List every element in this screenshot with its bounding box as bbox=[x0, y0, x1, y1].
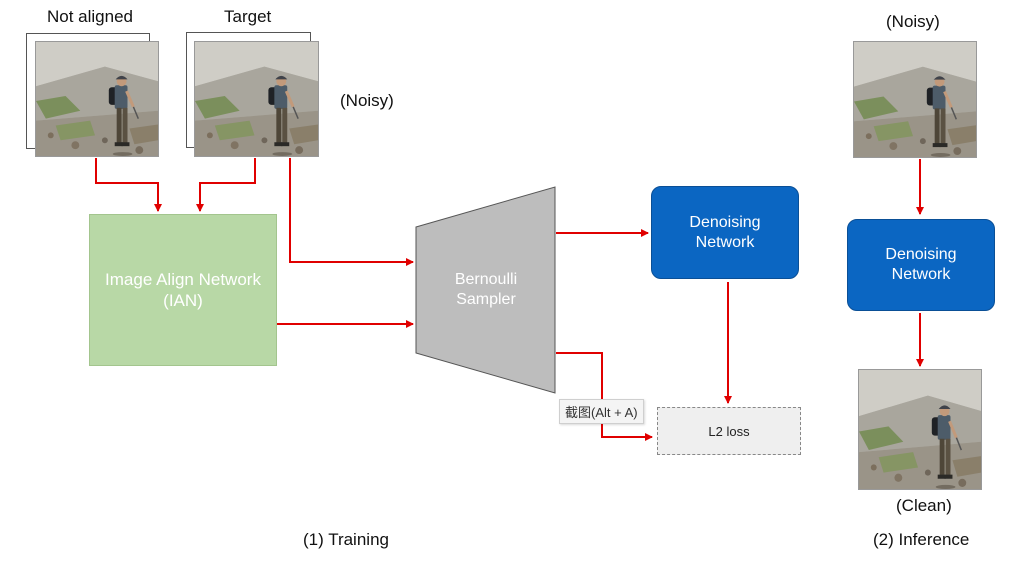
screenshot-shortcut-tooltip: 截图(Alt + A) bbox=[559, 399, 644, 424]
denoising-network-training: Denoising Network bbox=[651, 186, 799, 279]
denoising-network-inference: Denoising Network bbox=[847, 219, 995, 311]
label-not-aligned: Not aligned bbox=[47, 7, 134, 26]
hiker-photo-noisy-inference bbox=[853, 41, 977, 158]
arrow-target-to-ian bbox=[196, 158, 256, 212]
label-target: Target bbox=[224, 7, 272, 26]
denoising-network-training-label: Denoising Network bbox=[689, 213, 761, 251]
label-noisy-inference: (Noisy) bbox=[886, 12, 940, 31]
bernoulli-sampler-label: Bernoulli Sampler bbox=[454, 271, 518, 308]
arrow-target-to-sampler bbox=[289, 158, 414, 266]
label-inference: (2) Inference bbox=[873, 530, 970, 549]
arrow-notaligned-to-ian bbox=[95, 158, 162, 212]
l2-loss-box: L2 loss bbox=[657, 407, 801, 455]
bernoulli-sampler-shape bbox=[415, 186, 556, 394]
label-clean: (Clean) bbox=[896, 496, 952, 515]
image-align-network-box: Image Align Network (IAN) bbox=[89, 214, 277, 366]
bernoulli-sampler: Bernoulli Sampler bbox=[416, 250, 556, 330]
arrow-sampler-to-loss bbox=[556, 352, 653, 441]
l2-loss-label: L2 loss bbox=[708, 423, 750, 439]
hiker-photo-clean bbox=[858, 369, 982, 490]
image-align-network-label: Image Align Network (IAN) bbox=[105, 270, 261, 310]
hiker-photo-not-aligned bbox=[35, 41, 159, 157]
denoising-network-inference-label: Denoising Network bbox=[885, 246, 957, 283]
hiker-photo-target bbox=[194, 41, 319, 157]
label-training: (1) Training bbox=[303, 530, 389, 549]
label-noisy-training: (Noisy) bbox=[340, 91, 394, 110]
